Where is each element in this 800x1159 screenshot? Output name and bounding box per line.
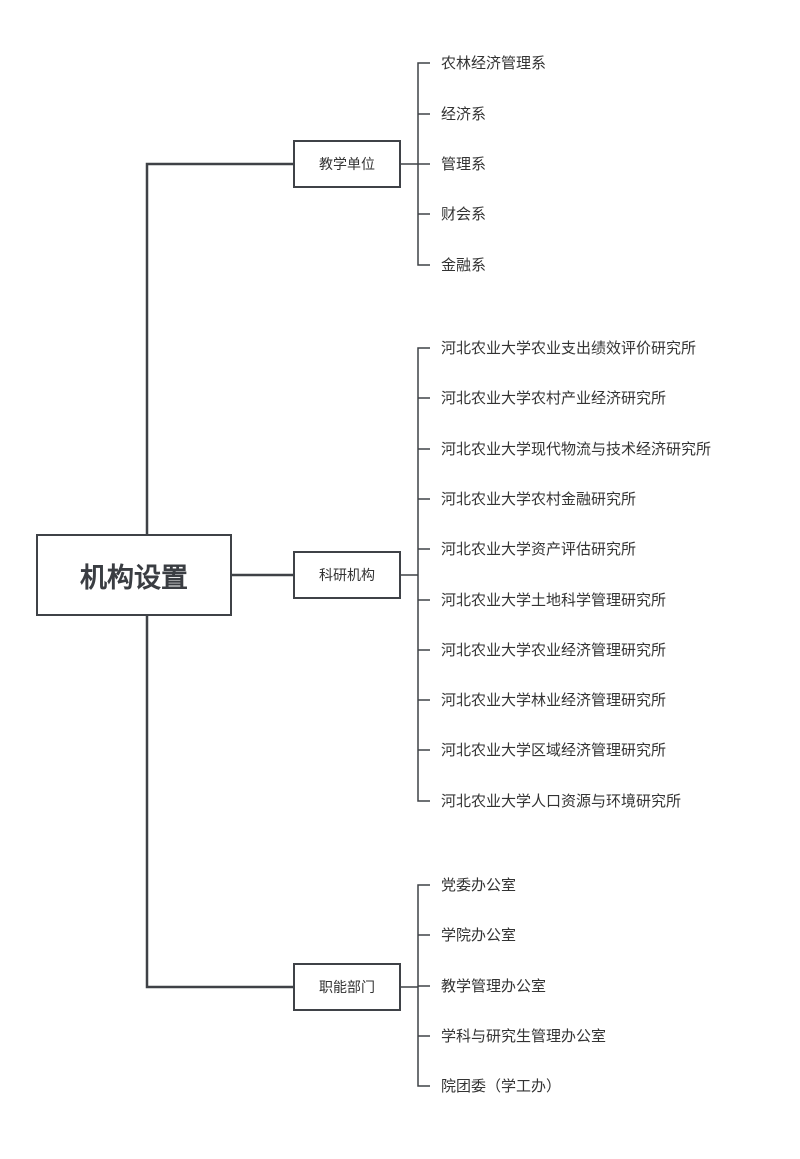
leaf-node: 河北农业大学资产评估研究所 [441,540,637,558]
leaf-node: 河北农业大学区域经济管理研究所 [441,741,667,759]
leaf-node: 河北农业大学林业经济管理研究所 [441,691,667,709]
leaf-node: 学院办公室 [441,926,517,944]
leaf-node: 河北农业大学农业支出绩效评价研究所 [441,339,697,357]
branch-label: 教学单位 [319,157,375,173]
leaf-node: 河北农业大学人口资源与环境研究所 [441,792,682,810]
leaf-node: 农林经济管理系 [441,54,547,72]
leaf-node: 党委办公室 [441,876,517,894]
branch-2-bracket [417,347,430,802]
root-connector-top [145,162,293,534]
leaf-node: 河北农业大学土地科学管理研究所 [441,591,667,609]
leaf-node: 管理系 [441,155,487,173]
leaf-node: 河北农业大学农业经济管理研究所 [441,641,667,659]
branch-node-functional-departments: 职能部门 [293,963,401,1011]
root-connector-bottom [145,616,293,989]
leaf-node: 院团委（学工办） [441,1077,562,1095]
leaf-node: 河北农业大学农村产业经济研究所 [441,389,667,407]
root-label: 机构设置 [80,562,188,594]
leaf-node: 河北农业大学农村金融研究所 [441,490,637,508]
leaf-node: 河北农业大学现代物流与技术经济研究所 [441,440,712,458]
root-node: 机构设置 [36,534,232,616]
leaf-node: 教学管理办公室 [441,977,547,995]
branch-label: 职能部门 [319,980,375,996]
branch-node-research-institutes: 科研机构 [293,551,401,599]
branch-label: 科研机构 [319,568,375,584]
branch-node-teaching-units: 教学单位 [293,140,401,188]
leaf-node: 财会系 [441,205,487,223]
leaf-node: 学科与研究生管理办公室 [441,1027,607,1045]
leaf-node: 经济系 [441,105,487,123]
leaf-node: 金融系 [441,256,487,274]
